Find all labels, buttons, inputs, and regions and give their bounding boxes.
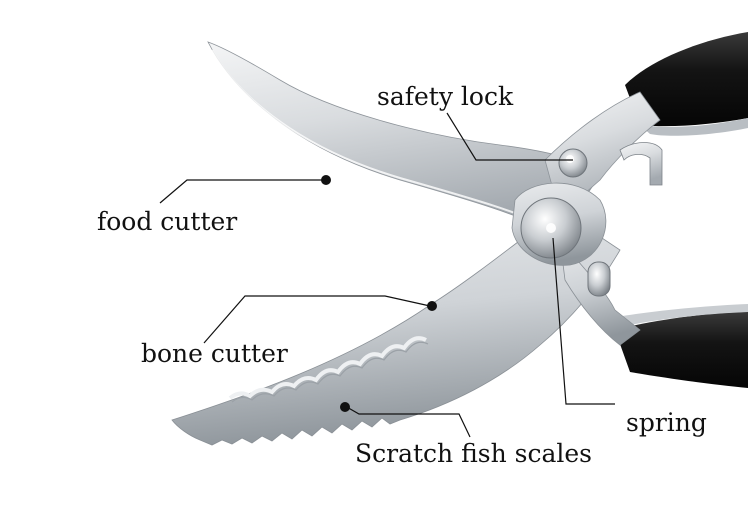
bone-cutter-label: bone cutter [141, 339, 288, 368]
spring-pin [587, 261, 611, 297]
spring-label: spring [626, 408, 707, 437]
bone-cutter-teeth [228, 336, 427, 400]
safety-lock-button [558, 148, 588, 178]
scratch-fish-scales-label: Scratch fish scales [355, 439, 592, 468]
upper-handle [625, 32, 748, 127]
bone-cutter-teeth-shadow [231, 341, 429, 403]
safety-lock-label: safety lock [377, 82, 514, 111]
spring-leader [552, 237, 615, 405]
bone-cutter-leader [203, 295, 431, 344]
lower-handle [615, 312, 748, 388]
safety-lock-button-highlight [566, 155, 574, 163]
leader-lines [159, 112, 615, 438]
upper-blade-edge-highlight [211, 49, 556, 231]
upper-handle-metal-edge [640, 118, 748, 136]
food-cutter-label: food cutter [97, 207, 238, 236]
upper-tang [544, 91, 661, 216]
scratch-fish-scales-dot [340, 402, 350, 412]
leader-dots [321, 175, 437, 412]
food-cutter-dot [321, 175, 331, 185]
lower-handle-metal-edge [600, 304, 748, 330]
pivot-bolt-core [546, 223, 556, 233]
scratch-fish-scales-leader [344, 405, 471, 438]
safety-lock-leader [446, 112, 573, 161]
food-cutter-leader [159, 179, 326, 204]
safety-lock-hook [619, 142, 663, 186]
bone-cutter-dot [427, 301, 437, 311]
